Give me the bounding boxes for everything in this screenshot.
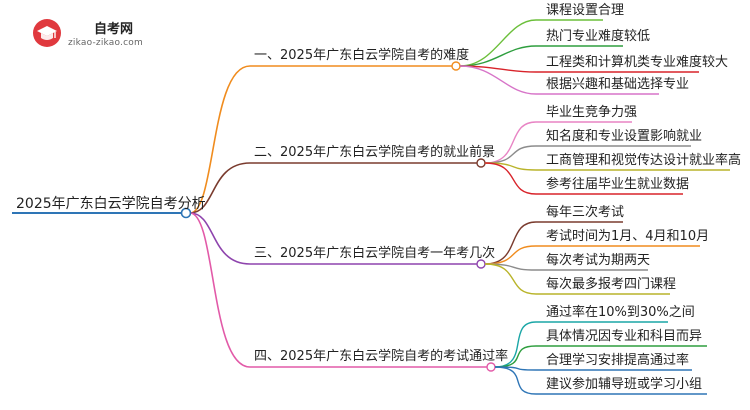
branch-connector xyxy=(189,65,251,214)
subtopic: 每次考试为期两天 xyxy=(546,253,651,268)
child-connector xyxy=(494,345,537,368)
graduation-cap-icon xyxy=(33,19,61,47)
child-connector xyxy=(484,121,537,164)
child-connector xyxy=(459,45,537,67)
branch-topic: 一、2025年广东白云学院自考的难度 xyxy=(254,48,470,63)
subtopic: 工程类和计算机类专业难度较大 xyxy=(546,55,729,70)
subtopic: 考试时间为1月、4月和10月 xyxy=(546,229,710,244)
child-connector xyxy=(494,321,537,368)
branch-connector xyxy=(189,162,251,214)
subtopic: 工商管理和视觉传达设计就业率高 xyxy=(546,153,742,168)
subtopic: 通过率在10%到30%之间 xyxy=(546,305,695,320)
child-connector xyxy=(459,65,537,95)
branch-topic: 二、2025年广东白云学院自考的就业前景 xyxy=(254,145,496,160)
branch-connector xyxy=(189,212,251,368)
child-connector xyxy=(484,245,537,265)
subtopic: 每年三次考试 xyxy=(546,205,625,220)
subtopic: 合理学习安排提高通过率 xyxy=(546,353,690,368)
logo-title: 自考网 xyxy=(94,22,134,37)
subtopic: 根据兴趣和基础选择专业 xyxy=(546,77,690,92)
child-connector xyxy=(494,366,537,395)
subtopic: 具体情况因专业和科目而异 xyxy=(546,329,703,344)
logo: 自考网 zikao-zikao.com xyxy=(32,14,172,54)
root-node xyxy=(180,207,192,219)
child-connector xyxy=(459,19,537,67)
logo-domain: zikao-zikao.com xyxy=(68,38,143,48)
subtopic: 参考往届毕业生就业数据 xyxy=(546,177,690,192)
branch-topic: 四、2025年广东白云学院自考的考试通过率 xyxy=(254,349,509,364)
subtopic: 建议参加辅导班或学习小组 xyxy=(546,377,703,392)
subtopic: 每次最多报考四门课程 xyxy=(546,277,677,292)
subtopic: 知名度和专业设置影响就业 xyxy=(546,129,703,144)
root-topic: 2025年广东白云学院自考分析 xyxy=(16,196,206,212)
subtopic: 课程设置合理 xyxy=(546,3,625,18)
subtopic: 毕业生竞争力强 xyxy=(546,105,638,120)
child-connector xyxy=(484,221,537,265)
child-connector xyxy=(484,162,537,195)
branch-connector xyxy=(189,212,251,265)
child-connector xyxy=(484,263,537,295)
subtopic: 热门专业难度较低 xyxy=(546,29,651,44)
branch-topic: 三、2025年广东白云学院自考一年考几次 xyxy=(254,246,496,261)
